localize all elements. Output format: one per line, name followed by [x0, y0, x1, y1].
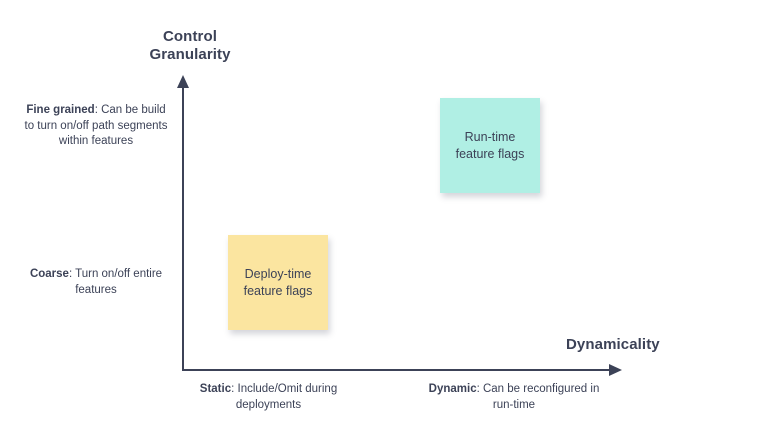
x-axis-label-dynamic: Dynamic: Can be reconfigured in run-time: [428, 382, 600, 413]
y-axis-label-fine-grained-term: Fine grained: [26, 104, 95, 116]
y-axis-line: [182, 86, 184, 371]
x-axis-line: [182, 369, 612, 371]
x-axis-arrow-icon: [609, 364, 622, 376]
y-axis-label-fine-grained: Fine grained: Can be build to turn on/of…: [20, 103, 172, 150]
sticky-note-deploy-time-label: Deploy-time feature flags: [243, 266, 313, 298]
y-axis-label-coarse: Coarse: Turn on/off entire features: [20, 267, 172, 298]
x-axis-label-static-desc: : Include/Omit during deployments: [231, 383, 338, 411]
x-axis-title: Dynamicality: [566, 336, 660, 353]
y-axis-label-coarse-term: Coarse: [29, 268, 69, 280]
y-axis-label-fine-grained-desc: : Can be build to turn on/off path segme…: [24, 104, 168, 147]
x-axis-label-static: Static: Include/Omit during deployments: [186, 382, 351, 413]
sticky-note-deploy-time-feature-flags[interactable]: Deploy-time feature flags: [228, 235, 328, 330]
y-axis-title: Control Granularity: [128, 28, 252, 64]
sticky-note-run-time-feature-flags[interactable]: Run-time feature flags: [440, 98, 540, 193]
y-axis-label-coarse-desc: : Turn on/off entire features: [68, 268, 163, 296]
y-axis-title-line1: Control: [162, 28, 218, 45]
sticky-note-run-time-label: Run-time feature flags: [455, 129, 525, 161]
y-axis-title-line2: Granularity: [149, 46, 231, 63]
y-axis-arrow-icon: [177, 75, 189, 88]
x-axis-label-dynamic-desc: : Can be reconfigured in run-time: [476, 383, 600, 411]
x-axis-label-dynamic-term: Dynamic: [428, 383, 477, 395]
x-axis-label-static-term: Static: [199, 383, 232, 395]
